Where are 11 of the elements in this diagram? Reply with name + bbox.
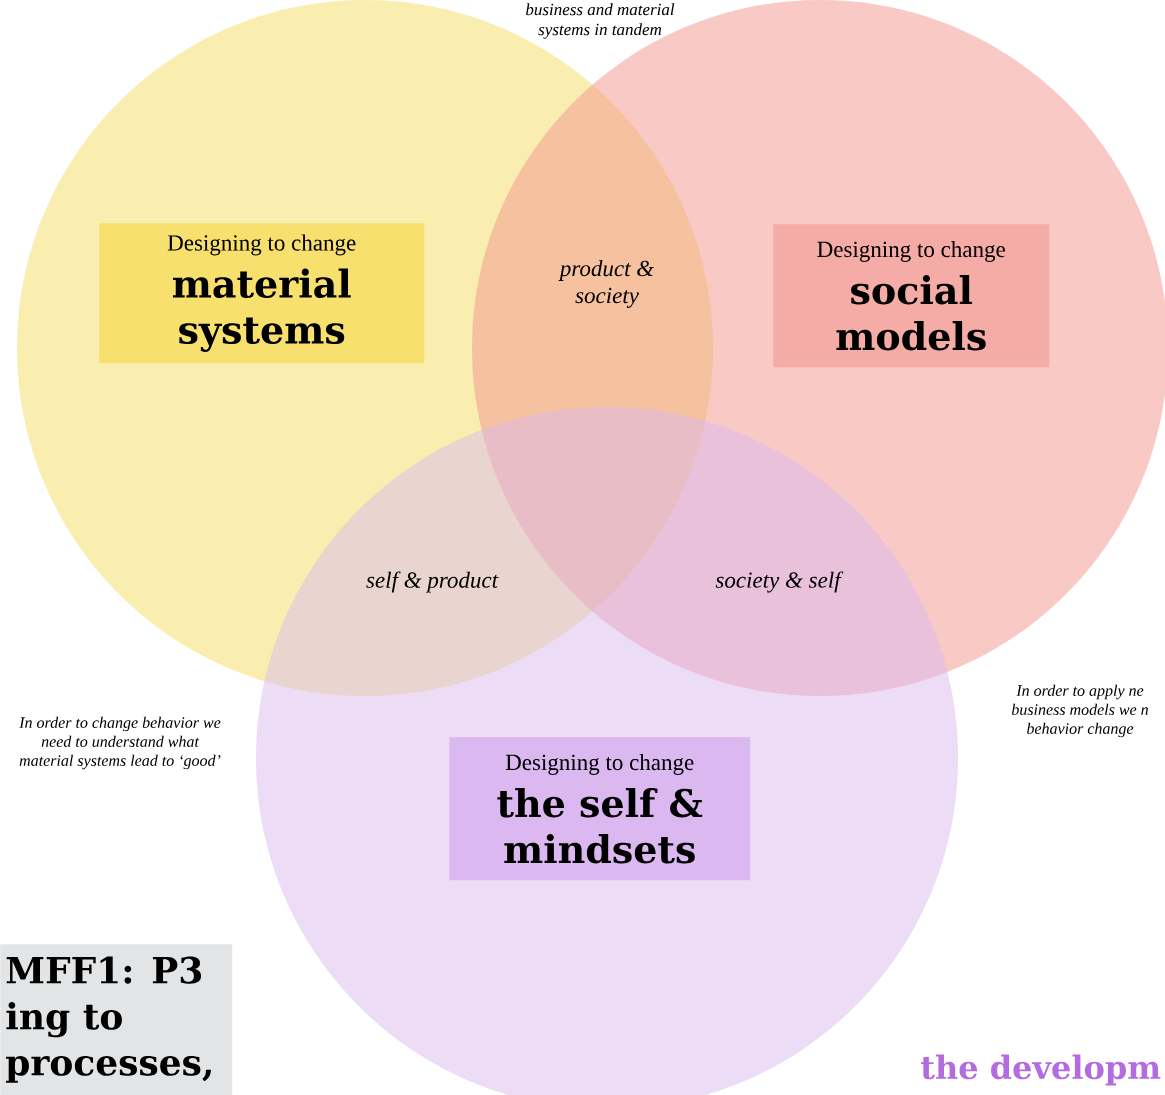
title-box: Designing to change social models [773,224,1050,368]
region-label: self & product [366,571,499,593]
note-text: business and material systems in tandem [526,3,675,39]
note-text: In order to apply ne business models we n behavior change [1011,684,1148,738]
title-box: Designing to change the self & mindsets [449,737,751,881]
heading-box: MFF1: P3 ing to processes, [0,944,233,1095]
region-label: society & self [715,571,844,593]
note-text: In order to change behavior we need to understand what material systems lead to ‘good’ [19,716,221,770]
title-box: Designing to change material systems [99,223,425,364]
heading-text: the developm [920,1054,1161,1086]
region-label: product & society [558,260,655,308]
